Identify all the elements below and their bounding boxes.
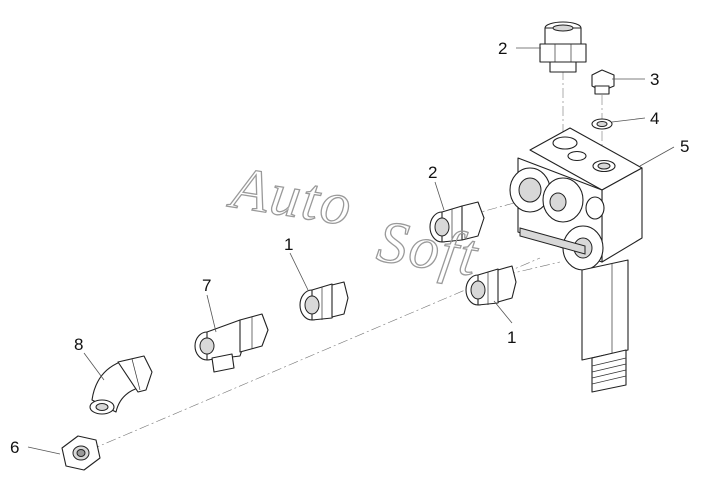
- callout-1-top: 1: [284, 235, 293, 254]
- washer-part-4: [591, 118, 613, 130]
- leader-lines: [27, 47, 675, 455]
- callout-labels: 2 3 4 5 2 1 7 1 8 6: [10, 39, 689, 457]
- callout-5: 5: [680, 137, 689, 156]
- callout-1-bottom: 1: [507, 328, 516, 347]
- callout-2-top: 2: [498, 39, 507, 58]
- assembly-axes: [89, 70, 603, 451]
- valve-body-part-5: [509, 127, 643, 393]
- plug-part-3: [591, 69, 615, 95]
- fitting-part-2-top: [539, 21, 587, 73]
- callout-4: 4: [650, 109, 659, 128]
- callout-3: 3: [650, 70, 659, 89]
- callout-6: 6: [10, 438, 19, 457]
- callout-2-middle: 2: [428, 163, 437, 182]
- tee-connector-part-7: [194, 313, 269, 373]
- nut-part-6: [61, 435, 101, 471]
- callout-8: 8: [74, 335, 83, 354]
- watermark: Auto Soft: [223, 153, 484, 289]
- elbow-part-8: [89, 355, 153, 415]
- watermark-text-auto: Auto: [224, 154, 358, 239]
- fitting-part-1-left: [299, 281, 349, 321]
- fitting-part-1-right: [465, 265, 517, 306]
- callout-7: 7: [202, 276, 211, 295]
- fitting-part-2-middle: [429, 201, 485, 243]
- watermark-text-soft: Soft: [373, 208, 483, 289]
